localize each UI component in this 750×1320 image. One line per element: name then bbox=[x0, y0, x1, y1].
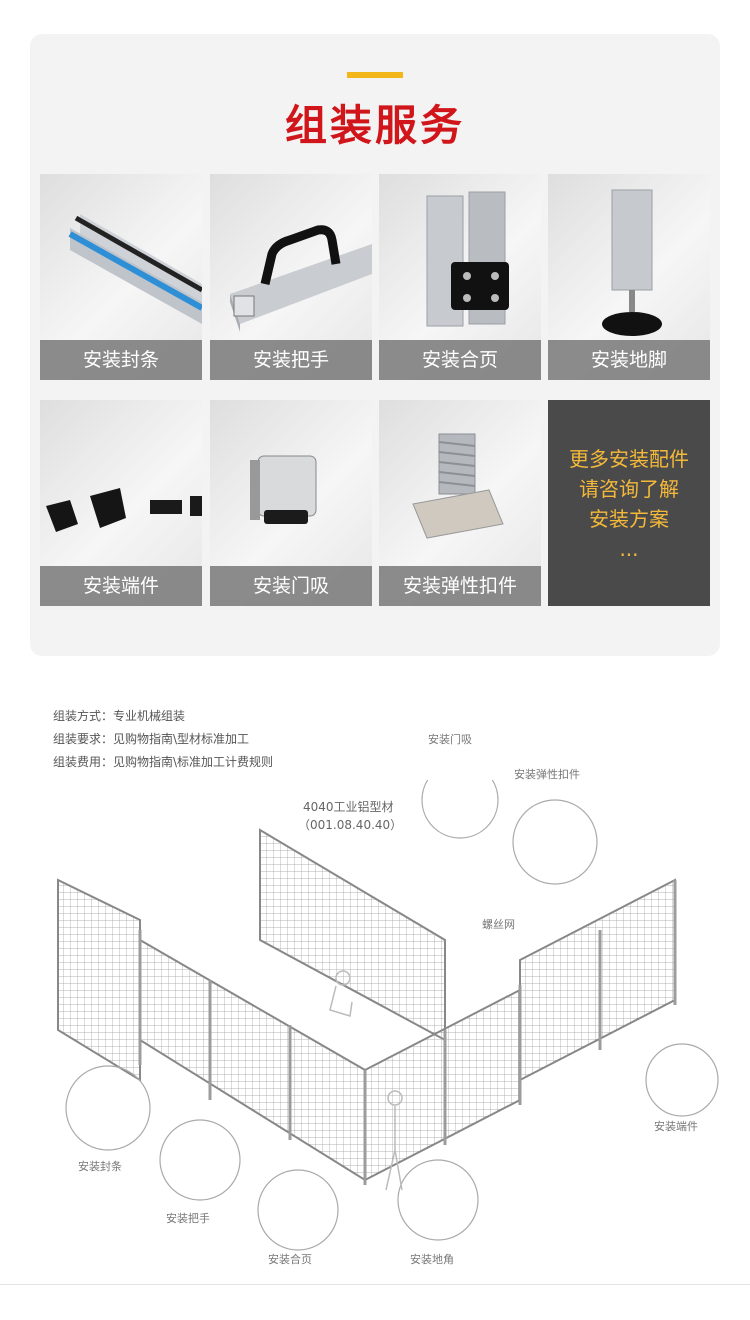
title-accent-bar bbox=[347, 72, 403, 78]
label-door-catch: 安装门吸 bbox=[428, 733, 472, 746]
more-line: ... bbox=[619, 537, 639, 561]
elastic-fastener-icon bbox=[412, 433, 504, 539]
bottom-divider bbox=[0, 1284, 750, 1285]
tile-label: 安装门吸 bbox=[210, 566, 372, 606]
profile-code-label: （001.08.40.40） bbox=[298, 818, 403, 832]
tile-label: 安装弹性扣件 bbox=[379, 566, 541, 606]
more-line: 请咨询了解 bbox=[579, 477, 679, 501]
tile-hinge[interactable]: 安装合页 bbox=[379, 174, 541, 380]
tile-end-cap[interactable]: 安装端件 bbox=[40, 400, 202, 606]
tile-handle[interactable]: 安装把手 bbox=[210, 174, 372, 380]
more-line: 更多安装配件 bbox=[569, 447, 689, 471]
tile-seal-strip[interactable]: 安装封条 bbox=[40, 174, 202, 380]
fence-diagram bbox=[57, 780, 719, 1251]
label-elastic-fastener: 安装弹性扣件 bbox=[514, 768, 580, 781]
hinge-icon bbox=[426, 191, 509, 327]
more-accessories-tile[interactable]: 更多安装配件 请咨询了解 安装方案 ... bbox=[548, 400, 710, 606]
tile-door-catch[interactable]: 安装门吸 bbox=[210, 400, 372, 606]
more-line: 安装方案 bbox=[589, 507, 669, 531]
tile-foot[interactable]: 安装地脚 bbox=[548, 174, 710, 380]
label-end-cap: 安装端件 bbox=[654, 1120, 698, 1133]
handle-icon bbox=[230, 225, 372, 332]
label-mesh: 螺丝网 bbox=[482, 918, 515, 931]
door-catch-icon bbox=[250, 455, 317, 524]
seal-strip-icon bbox=[68, 214, 202, 324]
profile-name-label: 4040工业铝型材 bbox=[303, 800, 394, 814]
tile-label: 安装地脚 bbox=[548, 340, 710, 380]
foot-icon bbox=[602, 189, 662, 336]
tile-label: 安装封条 bbox=[40, 340, 202, 380]
spec-assembly-fee: 组装费用：见购物指南\标准加工计费规则 bbox=[53, 755, 274, 769]
tile-label: 安装把手 bbox=[210, 340, 372, 380]
end-cap-icon bbox=[46, 488, 202, 532]
page-title: 组装服务 bbox=[284, 101, 465, 150]
tile-label: 安装合页 bbox=[379, 340, 541, 380]
spec-assembly-requirements: 组装要求：见购物指南\型材标准加工 bbox=[53, 732, 250, 746]
label-foot: 安装地角 bbox=[410, 1253, 454, 1266]
tile-elastic-fastener[interactable]: 安装弹性扣件 bbox=[379, 400, 541, 606]
tile-label: 安装端件 bbox=[40, 566, 202, 606]
label-hinge: 安装合页 bbox=[268, 1253, 312, 1266]
label-handle: 安装把手 bbox=[166, 1212, 210, 1225]
label-seal-strip: 安装封条 bbox=[78, 1160, 122, 1173]
spec-assembly-method: 组装方式：专业机械组装 bbox=[53, 709, 186, 723]
more-accessories-text: 更多安装配件 请咨询了解 安装方案 ... bbox=[548, 444, 710, 564]
